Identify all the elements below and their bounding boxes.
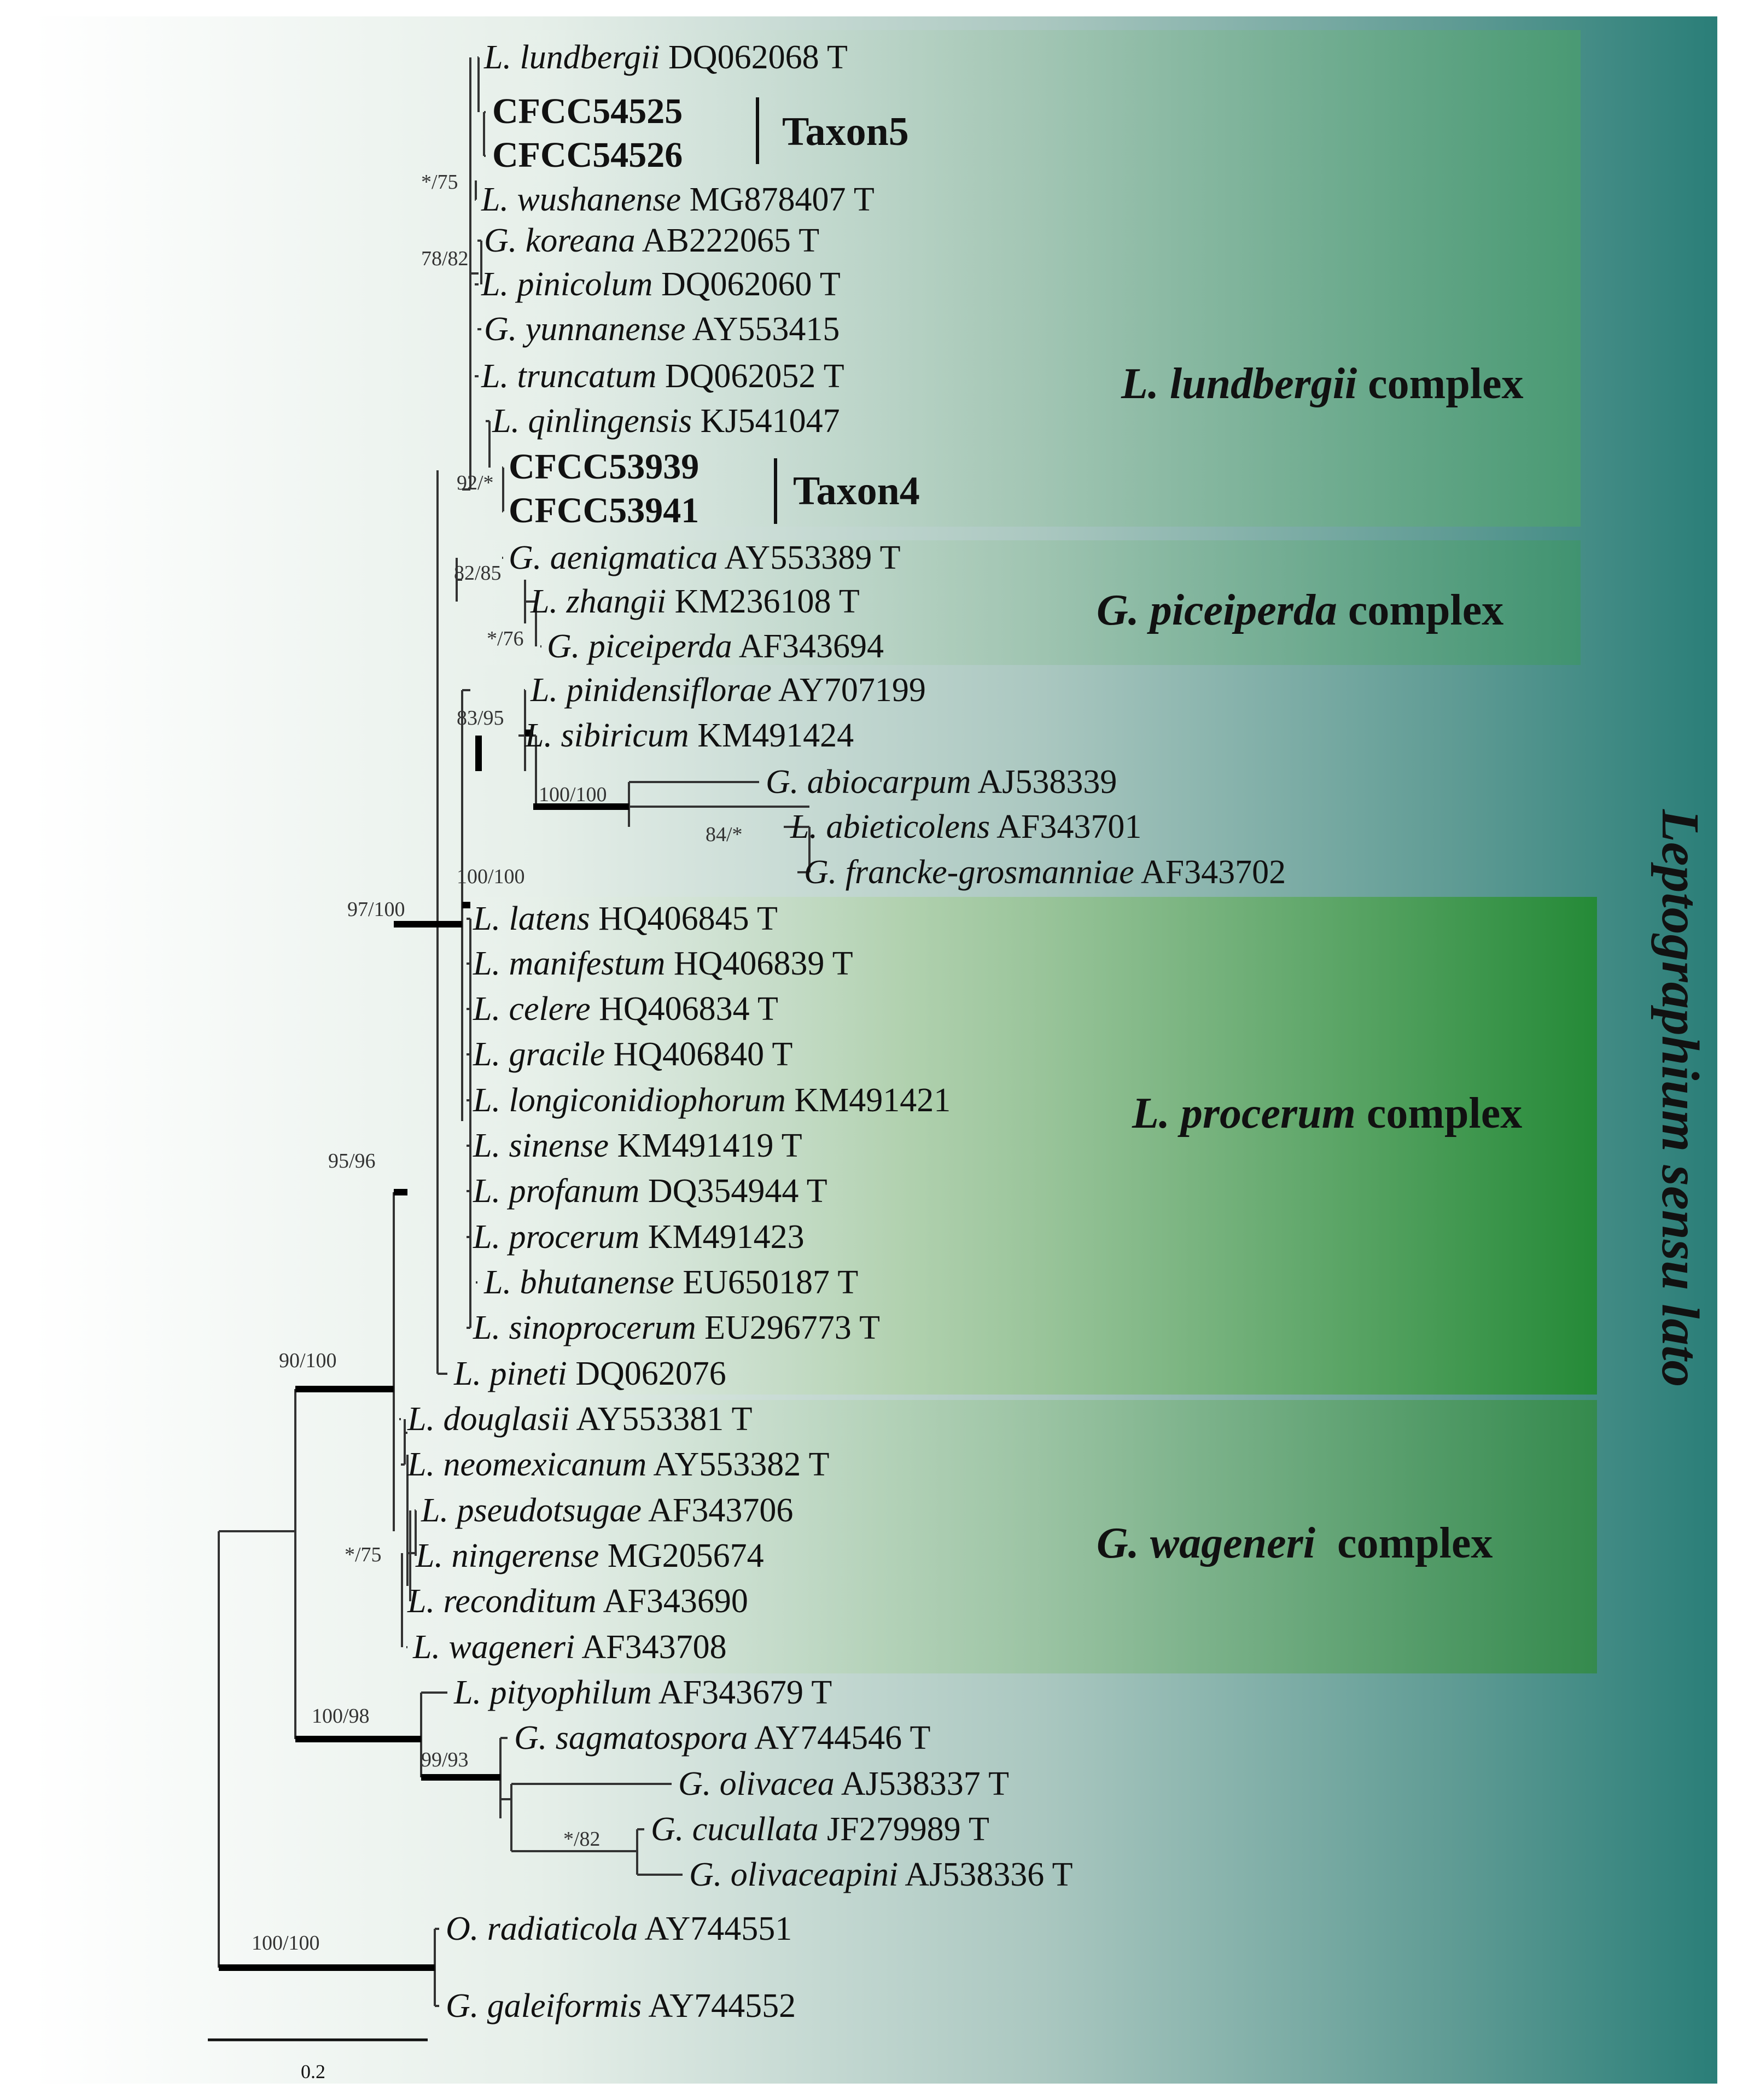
- tip-label: G. cucullata JF279989 T: [651, 1811, 989, 1848]
- taxon4-label: Taxon4: [793, 469, 920, 514]
- support-values: */75 78/82 92/* 82/85 */76 83/95 100/100 84/* 10…: [252, 171, 743, 1955]
- tree-branches: [218, 56, 811, 2007]
- tip-label: L. reconditum AF343690: [407, 1583, 748, 1620]
- procerum-complex-box: [438, 897, 1597, 1395]
- wageneri-complex-box: [399, 1400, 1597, 1673]
- tip-label: L. qinlingensis KJ541047: [492, 402, 840, 440]
- tip-label: L. pseudotsugae AF343706: [421, 1492, 793, 1529]
- tip-label: G. aenigmatica AY553389 T: [509, 539, 900, 576]
- support-value: 99/93: [421, 1748, 469, 1771]
- lundbergii-complex-box: [470, 30, 1581, 527]
- tip-label: L. profanum DQ354944 T: [473, 1172, 827, 1210]
- tip-label: L. latens HQ406845 T: [473, 900, 778, 937]
- support-value: 100/100: [539, 783, 607, 806]
- tip-label: G. olivacea AJ538337 T: [678, 1765, 1009, 1802]
- tip-label: L. bhutanense EU650187 T: [483, 1264, 858, 1301]
- tip-label: L. celere HQ406834 T: [473, 990, 778, 1028]
- support-value: 90/100: [279, 1349, 337, 1372]
- tip-label: L. sinense KM491419 T: [473, 1127, 802, 1164]
- support-value: */75: [345, 1543, 382, 1566]
- tip-label: L. truncatum DQ062052 T: [481, 358, 844, 395]
- tip-labels: L. lundbergii DQ062068 T CFCC54525CFCC545…: [407, 39, 1286, 2025]
- leptographium-sensu-lato-label: Leptographium sensu lato: [1651, 809, 1710, 1387]
- tip-label: L. gracile HQ406840 T: [473, 1036, 792, 1073]
- tip-label: L. sinoprocerum EU296773 T: [473, 1309, 880, 1346]
- tip-label: L. pinidensiflorae AY707199: [530, 672, 926, 709]
- tip-label: L. wushanense MG878407 T: [481, 181, 875, 218]
- tip-label: G. yunnanense AY553415: [484, 311, 840, 348]
- tip-label: L. ningerense MG205674: [415, 1537, 764, 1574]
- procerum-complex-label: L. procerum complex: [1132, 1089, 1522, 1138]
- support-value: */76: [487, 627, 524, 650]
- support-value: */75: [421, 171, 458, 194]
- support-value: 92/*: [457, 471, 494, 494]
- tip-label: L. zhangii KM236108 T: [530, 583, 860, 620]
- tip-label: L. pineti DQ062076: [453, 1355, 726, 1392]
- tip-label: L. lundbergii DQ062068 T: [483, 39, 848, 76]
- tip-label: G. piceiperda AF343694: [547, 628, 884, 665]
- tip-label: G. francke-grosmanniae AF343702: [804, 854, 1286, 891]
- support-value: 97/100: [347, 898, 405, 921]
- support-value: 100/100: [457, 865, 525, 888]
- tip-label: L. manifestum HQ406839 T: [473, 945, 853, 982]
- tip-label: L. longiconidiophorum KM491421: [473, 1082, 951, 1119]
- support-value: 83/95: [457, 707, 504, 730]
- support-value: 82/85: [454, 562, 502, 585]
- tip-label: L. neomexicanum AY553382 T: [407, 1446, 830, 1483]
- tip-label: CFCC53939: [509, 447, 699, 487]
- scale-bar-label: 0.2: [301, 2061, 325, 2082]
- piceiperda-complex-box: [438, 540, 1581, 665]
- tip-label: L. sibiricum KM491424: [524, 717, 854, 754]
- tip-label: L. procerum KM491423: [473, 1218, 805, 1256]
- tip-label: L. wageneri AF343708: [412, 1629, 727, 1666]
- tip-label: G. koreana AB222065 T: [484, 222, 819, 259]
- support-value: 100/98: [312, 1705, 370, 1728]
- support-value: 84/*: [706, 823, 743, 846]
- taxon5-label: Taxon5: [782, 109, 909, 154]
- tip-label: L. douglasii AY553381 T: [407, 1401, 753, 1438]
- tip-label: O. radiaticola AY744551: [446, 1910, 792, 1947]
- lundbergii-complex-label: L. lundbergii complex: [1121, 360, 1524, 408]
- tip-label: G. sagmatospora AY744546 T: [514, 1719, 930, 1757]
- tip-label: CFCC53941: [509, 491, 699, 530]
- piceiperda-complex-label: G. piceiperda complex: [1097, 586, 1503, 634]
- tip-label: L. pinicolum DQ062060 T: [481, 266, 841, 303]
- support-value: 95/96: [328, 1150, 376, 1172]
- wageneri-complex-label: G. wageneri complex: [1097, 1519, 1493, 1567]
- tip-label: G. olivaceapini AJ538336 T: [689, 1856, 1072, 1893]
- support-value: 78/82: [421, 247, 469, 270]
- tip-label: L. abieticolens AF343701: [790, 808, 1141, 845]
- tip-label: G. abiocarpum AJ538339: [766, 763, 1117, 801]
- support-value: 100/100: [252, 1932, 320, 1955]
- tip-label: CFCC54525: [492, 91, 683, 131]
- support-value: */82: [563, 1828, 601, 1851]
- tip-label: CFCC54526: [492, 135, 683, 175]
- tip-label: G. galeiformis AY744552: [446, 1987, 796, 2025]
- tip-label: L. pityophilum AF343679 T: [453, 1674, 832, 1711]
